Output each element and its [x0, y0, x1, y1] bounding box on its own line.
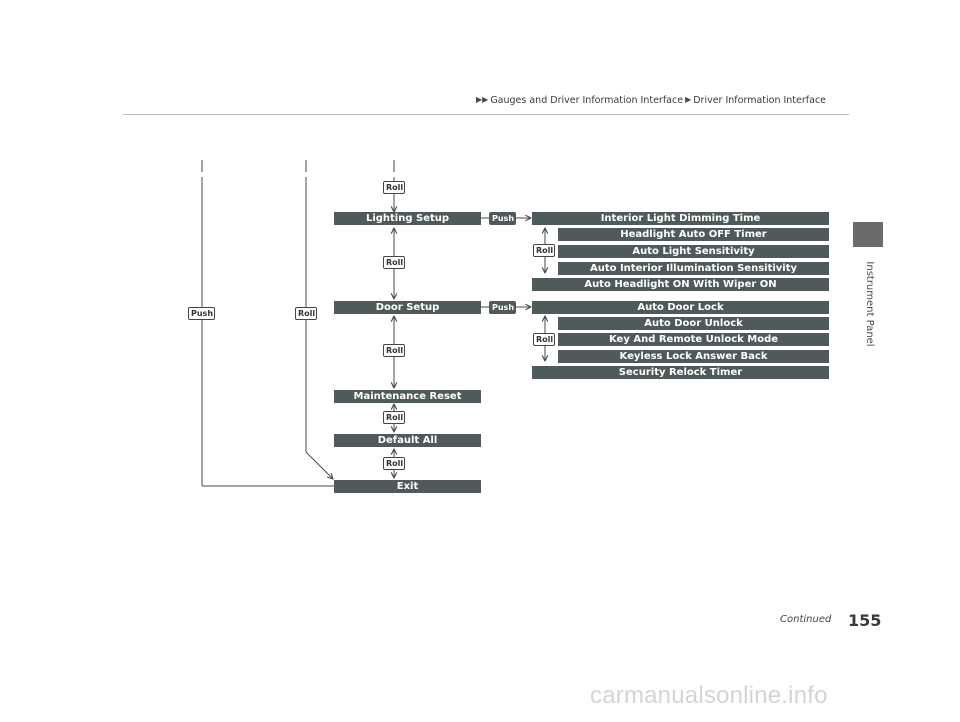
menu-door-setup: Door Setup — [334, 301, 481, 314]
continued-label: Continued — [780, 614, 832, 625]
door-submenu-item: Auto Door Unlock — [558, 317, 829, 330]
roll-tag: Roll — [383, 256, 405, 269]
lighting-submenu-item: Auto Light Sensitivity — [558, 245, 829, 258]
door-submenu-item: Keyless Lock Answer Back — [558, 350, 829, 363]
roll-tag: Roll — [383, 344, 405, 357]
breadcrumb: ▶▶ Gauges and Driver Information Interfa… — [476, 93, 826, 107]
arrow-icon: ▶ — [685, 95, 692, 104]
push-tag: Push — [188, 307, 215, 320]
lighting-submenu-item: Auto Headlight ON With Wiper ON — [532, 278, 829, 291]
lighting-submenu-item: Headlight Auto OFF Timer — [558, 228, 829, 241]
watermark: carmanualsonline.info — [590, 682, 828, 709]
page-number: 155 — [848, 611, 882, 630]
roll-tag: Roll — [383, 457, 405, 470]
door-submenu-item: Auto Door Lock — [532, 301, 829, 314]
menu-default-all: Default All — [334, 434, 481, 447]
door-submenu-item: Security Relock Timer — [532, 366, 829, 379]
roll-tag: Roll — [383, 411, 405, 424]
roll-tag: Roll — [533, 244, 555, 257]
breadcrumb-item[interactable]: Driver Information Interface — [693, 94, 827, 106]
roll-tag: Roll — [383, 181, 405, 194]
push-tag: Push — [489, 301, 516, 314]
lighting-submenu-item: Auto Interior Illumination Sensitivity — [558, 262, 829, 275]
menu-lighting-setup: Lighting Setup — [334, 212, 481, 225]
arrow-icon: ▶▶ — [476, 95, 489, 104]
roll-tag: Roll — [295, 307, 317, 320]
header-divider — [123, 114, 849, 115]
push-tag: Push — [489, 212, 516, 225]
door-submenu-item: Key And Remote Unlock Mode — [558, 333, 829, 346]
lighting-submenu-item: Interior Light Dimming Time — [532, 212, 829, 225]
roll-tag: Roll — [533, 333, 555, 346]
menu-maintenance-reset: Maintenance Reset — [334, 390, 481, 403]
side-tab-marker — [853, 222, 883, 247]
breadcrumb-item[interactable]: Gauges and Driver Information Interface — [490, 94, 684, 106]
menu-exit: Exit — [334, 480, 481, 493]
